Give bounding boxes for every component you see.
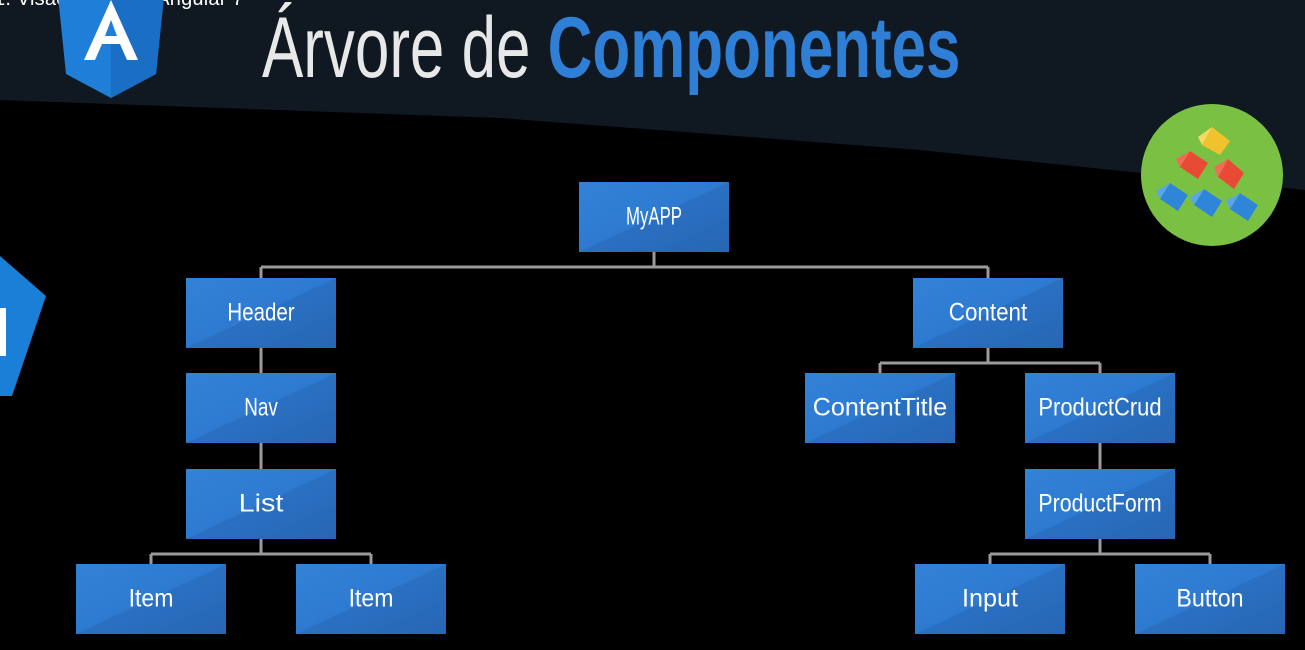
node-productcrud: ProductCrud <box>1025 373 1175 443</box>
node-nav: Nav <box>186 373 336 443</box>
node-box-item2 <box>296 564 446 634</box>
node-box-myapp <box>579 182 729 252</box>
node-input: Input <box>915 564 1065 634</box>
slide-title: Árvore de Componentes <box>262 0 960 98</box>
node-label-header: Header <box>227 299 294 327</box>
node-box-input <box>915 564 1065 634</box>
node-box-list <box>186 469 336 539</box>
node-box-productcrud <box>1025 373 1175 443</box>
header-band <box>0 0 1305 190</box>
node-item2: Item <box>296 564 446 634</box>
title-accent-part: Componentes <box>547 0 961 96</box>
node-label-list: List <box>239 490 284 518</box>
angular-logo-icon <box>58 0 164 98</box>
node-box-productform <box>1025 469 1175 539</box>
node-label-item2: Item <box>349 585 394 613</box>
node-label-contenttitle: ContentTitle <box>813 394 947 422</box>
node-label-myapp: MyAPP <box>626 203 682 231</box>
node-label-productcrud: ProductCrud <box>1038 394 1161 422</box>
node-myapp: MyAPP <box>579 182 729 252</box>
node-label-nav: Nav <box>244 394 278 422</box>
node-item1: Item <box>76 564 226 634</box>
node-label-input: Input <box>962 585 1018 613</box>
node-button: Button <box>1135 564 1285 634</box>
node-box-item1 <box>76 564 226 634</box>
node-list: List <box>186 469 336 539</box>
node-content: Content <box>913 278 1063 348</box>
node-label-content: Content <box>949 299 1027 327</box>
node-productform: ProductForm <box>1025 469 1175 539</box>
node-label-productform: ProductForm <box>1038 490 1161 518</box>
node-box-content <box>913 278 1063 348</box>
node-box-nav <box>186 373 336 443</box>
tree-connectors <box>149 252 1212 564</box>
blue-side-shape <box>0 256 46 396</box>
node-box-button <box>1135 564 1285 634</box>
node-header: Header <box>186 278 336 348</box>
title-light-part: Árvore de <box>262 0 548 96</box>
node-label-button: Button <box>1176 585 1243 613</box>
node-label-item1: Item <box>129 585 174 613</box>
node-box-contenttitle <box>805 373 955 443</box>
stacked-blocks-icon <box>1141 104 1283 246</box>
node-contenttitle: ContentTitle <box>805 373 955 443</box>
node-box-header <box>186 278 336 348</box>
